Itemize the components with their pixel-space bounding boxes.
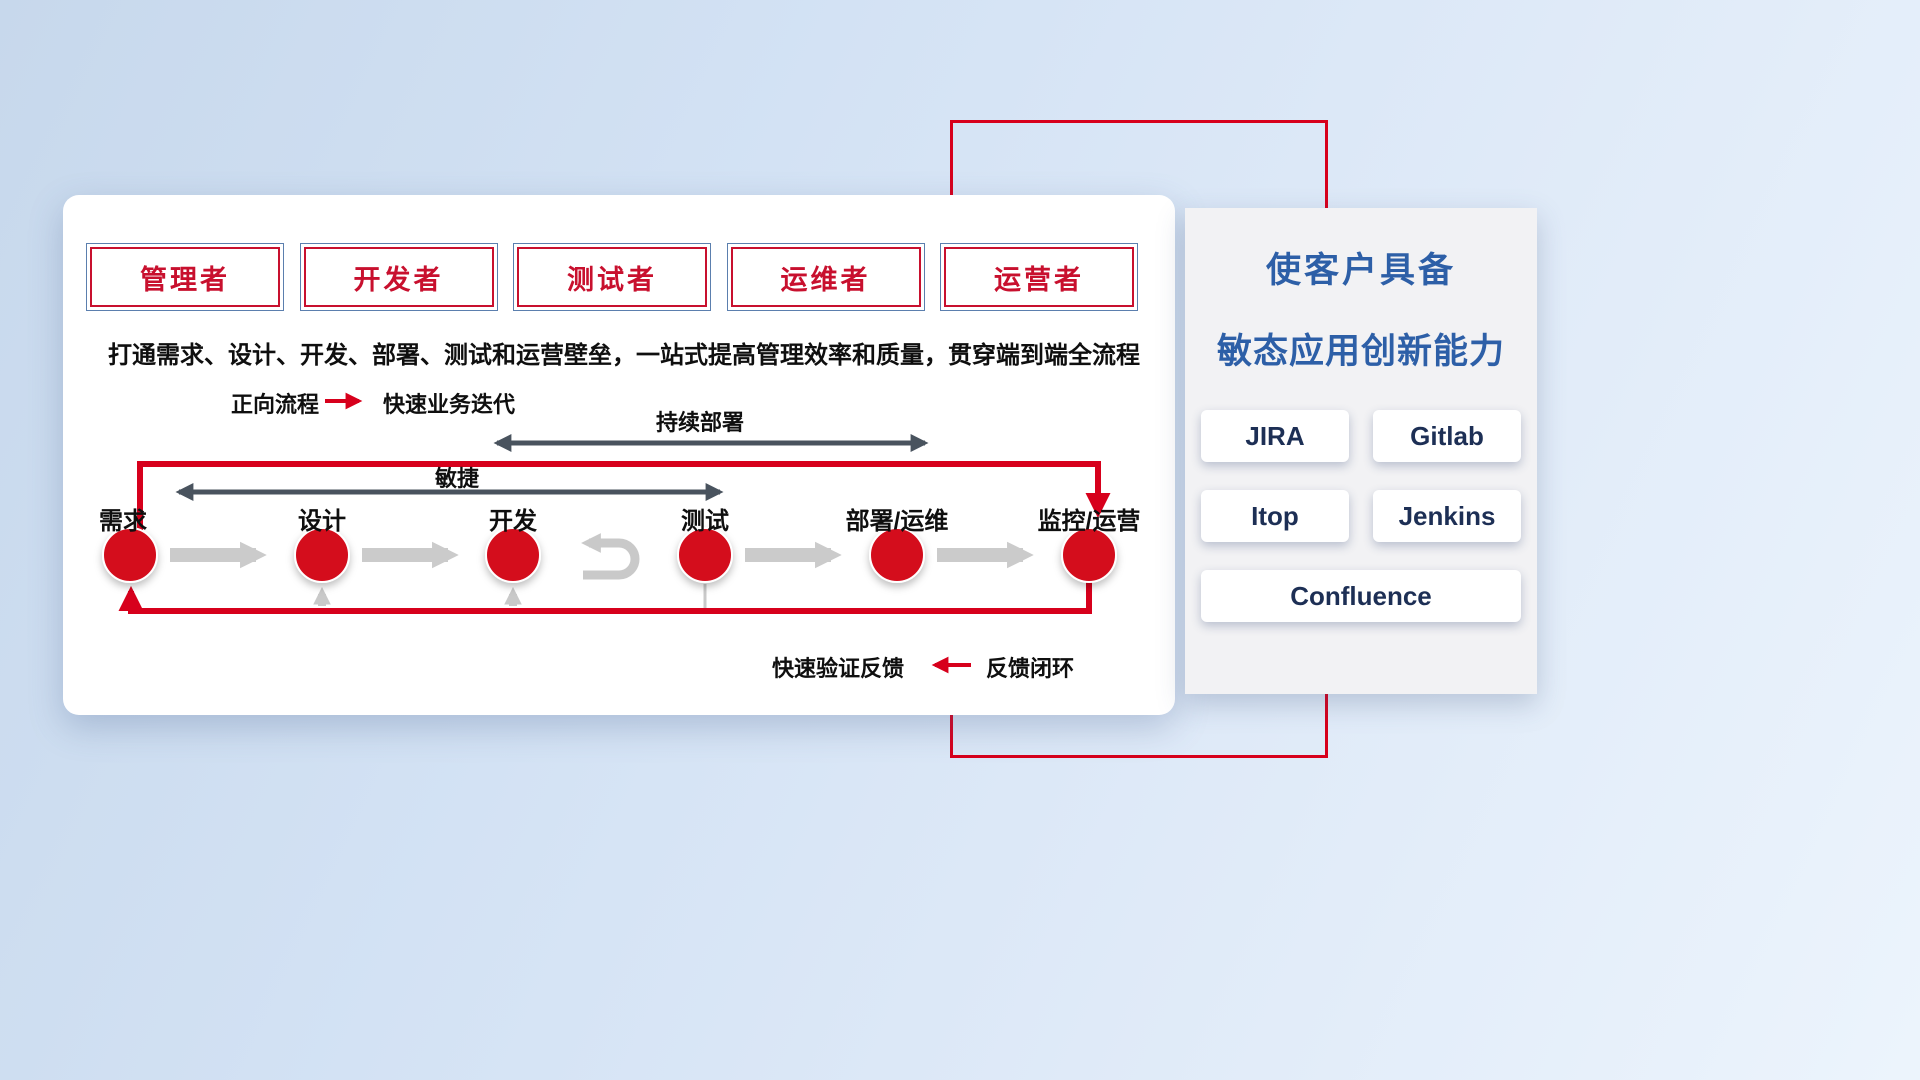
iteration-loop-icon [581, 533, 640, 580]
tool-grid: JIRA Gitlab Itop Jenkins Confluence [1201, 410, 1521, 622]
role-label: 运维者 [780, 264, 871, 295]
process-node-circle [1061, 527, 1117, 583]
role-label: 测试者 [567, 264, 657, 295]
capability-panel: 使客户具备 敏态应用创新能力 JIRA Gitlab Itop Jenkins … [1185, 208, 1537, 694]
forward-flow-label: 正向流程 [231, 392, 320, 417]
step-label-monitor-ops: 监控/运营 [1037, 508, 1141, 535]
tool-itop: Itop [1201, 490, 1349, 542]
process-node-circle [485, 527, 541, 583]
role-box-developer: 开发者 [299, 243, 498, 311]
devops-flow-card: 管理者 开发者 测试者 运维者 运营者 打通需求、设计、开发、部署、测试和运营壁… [63, 195, 1175, 715]
process-node-circle [294, 527, 350, 583]
panel-title-line2: 敏态应用创新能力 [1216, 332, 1505, 371]
process-node-circle [102, 527, 158, 583]
feedback-label: 快速验证反馈 [772, 656, 905, 681]
process-node-circle [677, 527, 733, 583]
forward-loop-line [137, 461, 1111, 532]
roles-row: 管理者 开发者 测试者 运维者 运营者 [86, 243, 1138, 311]
step-label-deploy-ops: 部署/运维 [845, 508, 949, 535]
tool-jenkins: Jenkins [1373, 490, 1521, 542]
step-label-test: 测试 [681, 508, 729, 535]
step-label-design: 设计 [298, 508, 346, 535]
role-label: 管理者 [140, 264, 230, 295]
step-label-develop: 开发 [489, 508, 537, 535]
feedback-loop-line [118, 580, 1092, 614]
role-box-ops: 运维者 [726, 243, 925, 311]
panel-title-line1: 使客户具备 [1265, 251, 1456, 290]
subtitle: 打通需求、设计、开发、部署、测试和运营壁垒，一站式提高管理效率和质量，贯穿端到端… [108, 342, 1140, 369]
agile-label: 敏捷 [434, 466, 480, 491]
forward-flow-desc: 快速业务迭代 [383, 392, 516, 417]
process-node-circle [869, 527, 925, 583]
tool-jira: JIRA [1201, 410, 1349, 462]
tool-confluence: Confluence [1201, 570, 1521, 622]
tool-gitlab: Gitlab [1373, 410, 1521, 462]
role-label: 开发者 [353, 264, 444, 295]
process-nodes [102, 527, 1117, 583]
role-box-operator: 运营者 [940, 243, 1138, 311]
role-box-tester: 测试者 [513, 243, 711, 311]
step-label-requirements: 需求 [99, 508, 147, 535]
role-box-manager: 管理者 [86, 243, 284, 311]
continuous-deploy-label: 持续部署 [655, 410, 745, 435]
feedback-desc: 反馈闭环 [986, 656, 1075, 681]
role-label: 运营者 [994, 264, 1084, 295]
